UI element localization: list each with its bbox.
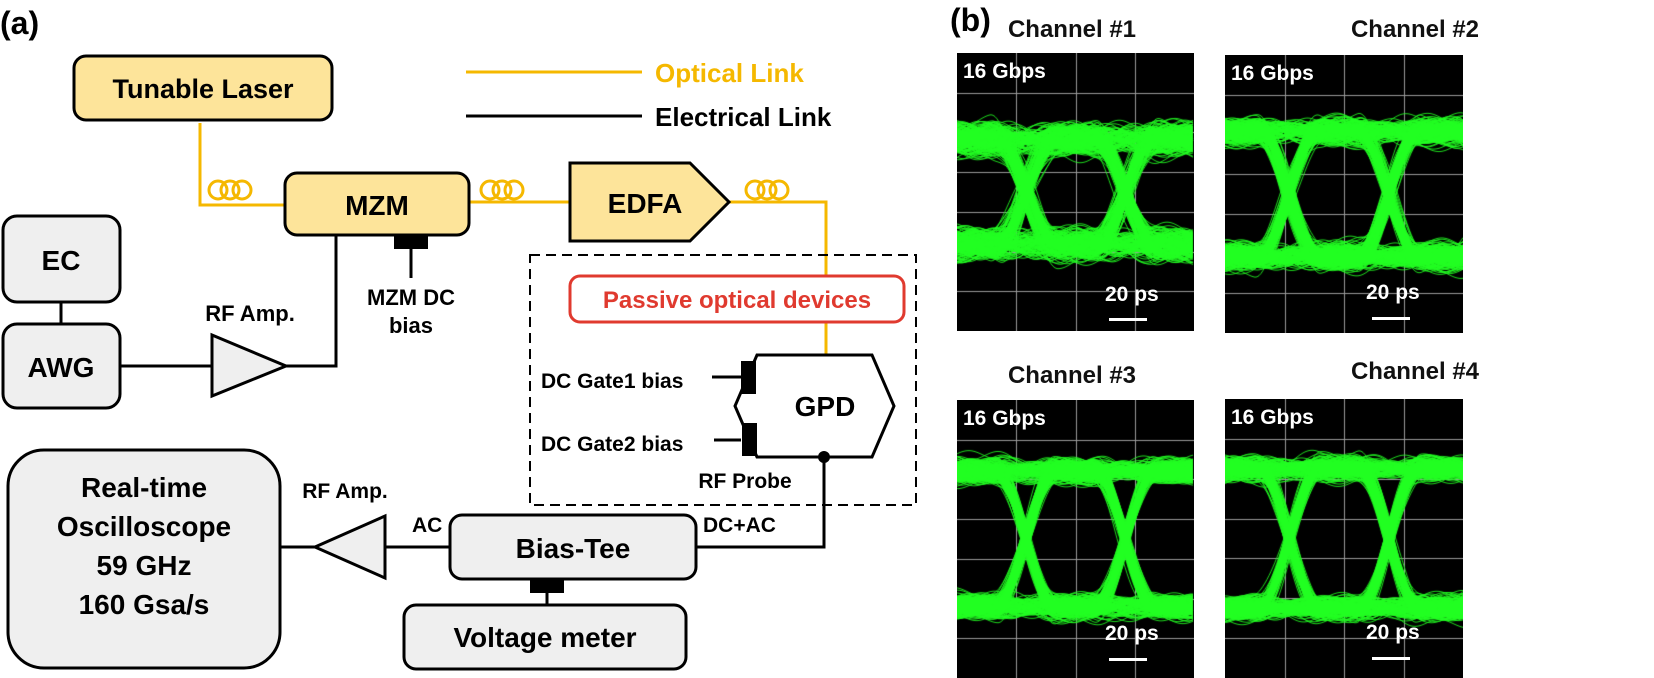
- eye-diagram-channel-3: 16 Gbps 20 ps: [957, 400, 1194, 678]
- panel-b-label: (b): [950, 2, 991, 38]
- eye-traces: [957, 400, 1194, 678]
- mzm-block: MZM: [283, 171, 471, 278]
- gate1-bias-label: DC Gate1 bias: [541, 370, 683, 393]
- tunable-laser-block: Tunable Laser: [72, 54, 334, 122]
- svg-text:AWG: AWG: [28, 352, 95, 383]
- rf-amp-icon: [210, 332, 290, 399]
- rf-amp-icon: [311, 513, 387, 581]
- eye-diagram-channel-4: 16 Gbps 20 ps: [1225, 399, 1463, 678]
- svg-text:MZM: MZM: [345, 190, 409, 221]
- eye-traces: [1225, 55, 1463, 333]
- channel-3-title: Channel #3: [1007, 362, 1137, 389]
- rf-probe-label: RF Probe: [698, 470, 791, 493]
- channel-2-title: Channel #2: [1350, 16, 1480, 43]
- ac-label: AC: [412, 514, 442, 537]
- fiber-coil-icon: [479, 179, 525, 201]
- svg-text:Bias-Tee: Bias-Tee: [516, 533, 631, 564]
- scale-label: 20 ps: [1366, 281, 1420, 304]
- svg-text:Tunable Laser: Tunable Laser: [112, 74, 294, 104]
- scale-bar: [1372, 657, 1410, 660]
- svg-text:Passive optical devices: Passive optical devices: [603, 287, 871, 314]
- mzm-bias-label: bias: [389, 313, 433, 338]
- voltage-meter-block: Voltage meter: [402, 603, 688, 671]
- oscilloscope-block: Real-time Oscilloscope 59 GHz 160 Gsa/s: [6, 448, 282, 670]
- edfa-block: EDFA: [568, 161, 732, 243]
- svg-text:160 Gsa/s: 160 Gsa/s: [79, 589, 210, 620]
- legend-electrical-label: Electrical Link: [655, 102, 832, 132]
- optical-links: [198, 123, 828, 356]
- scale-label: 20 ps: [1366, 621, 1420, 644]
- svg-text:GPD: GPD: [795, 391, 856, 422]
- legend-optical-label: Optical Link: [655, 58, 804, 88]
- channel-4-title: Channel #4: [1350, 358, 1480, 385]
- bias-tee-block: Bias-Tee: [448, 513, 698, 581]
- gpd-dashed-enclosure: [529, 254, 917, 506]
- eye-diagram-channel-1: 16 Gbps 20 ps: [957, 53, 1194, 331]
- gate2-bias-label: DC Gate2 bias: [541, 433, 683, 456]
- passive-optical-devices-block: Passive optical devices: [568, 274, 906, 324]
- panel-a-label: (a): [0, 5, 39, 41]
- scale-bar: [1109, 658, 1147, 661]
- scale-bar: [1372, 317, 1410, 320]
- ec-block: EC: [1, 214, 122, 304]
- svg-text:Real-time: Real-time: [81, 472, 207, 503]
- dc-ac-label: DC+AC: [703, 514, 776, 537]
- svg-text:EDFA: EDFA: [608, 188, 683, 219]
- channel-1-title: Channel #1: [1007, 16, 1137, 43]
- fiber-coil-icon: [744, 179, 790, 201]
- rf-amp-top-label: RF Amp.: [205, 301, 295, 326]
- eye-traces: [957, 53, 1194, 331]
- rf-amp-bottom-label: RF Amp.: [302, 480, 388, 503]
- bitrate-label: 16 Gbps: [1231, 62, 1314, 85]
- eye-diagram-channel-2: 16 Gbps 20 ps: [1225, 55, 1463, 333]
- fiber-coil-icon: [207, 179, 253, 201]
- electrical-links: [120, 235, 338, 368]
- scale-label: 20 ps: [1105, 622, 1159, 645]
- svg-text:EC: EC: [42, 245, 81, 276]
- bitrate-label: 16 Gbps: [963, 60, 1046, 83]
- scale-label: 20 ps: [1105, 283, 1159, 306]
- awg-block: AWG: [1, 322, 122, 410]
- svg-text:59 GHz: 59 GHz: [97, 550, 192, 581]
- gpd-block: GPD: [733, 353, 896, 459]
- setup-diagram: (a) Optical Link Electrical Link Tunable…: [0, 5, 917, 671]
- svg-text:Oscilloscope: Oscilloscope: [57, 511, 231, 542]
- bitrate-label: 16 Gbps: [1231, 406, 1314, 429]
- mzm-bias-label: MZM DC: [367, 285, 455, 310]
- bitrate-label: 16 Gbps: [963, 407, 1046, 430]
- svg-text:Voltage meter: Voltage meter: [453, 622, 636, 653]
- eye-traces: [1225, 399, 1463, 678]
- scale-bar: [1109, 318, 1147, 321]
